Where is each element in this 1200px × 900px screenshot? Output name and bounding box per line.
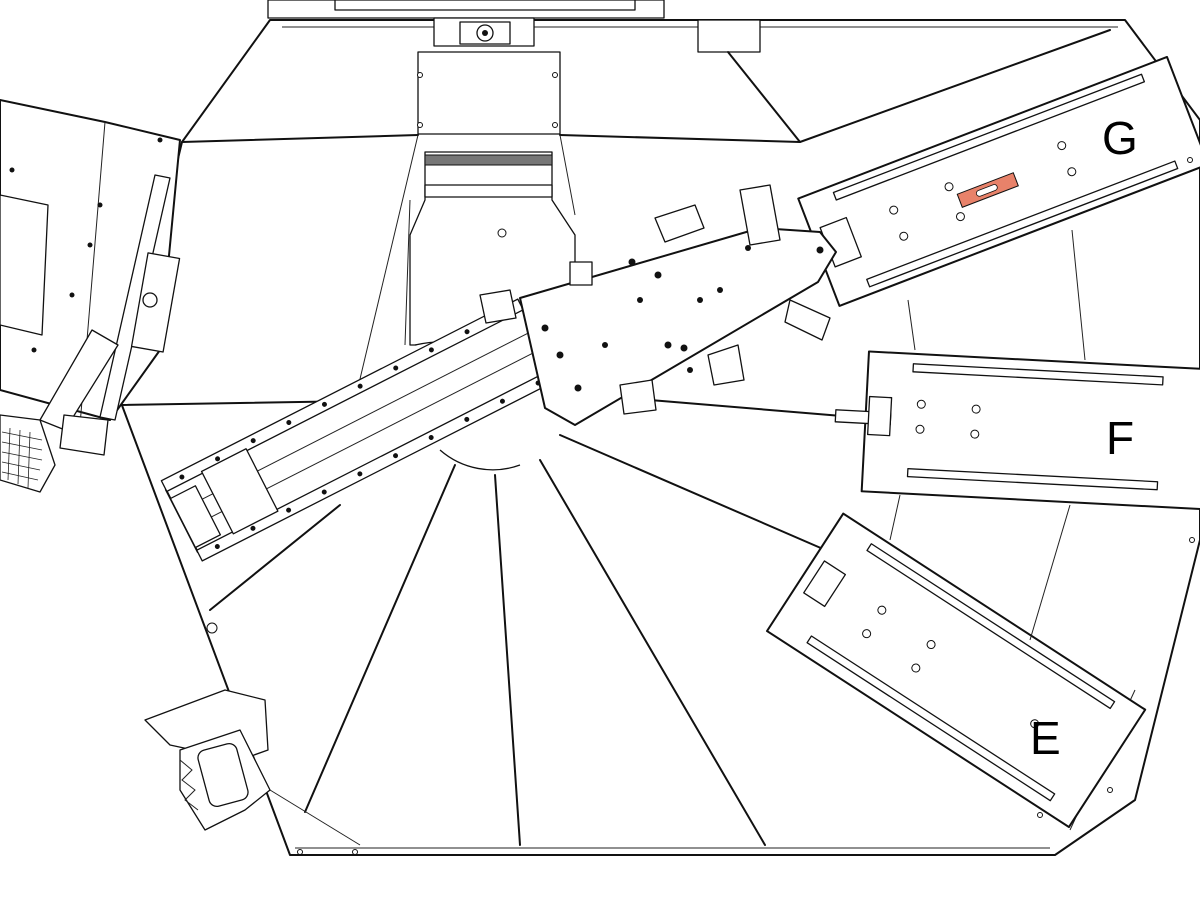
robot-end-effector — [479, 184, 837, 426]
station-g-label: G — [1102, 112, 1138, 164]
fixture-linkage-rods — [889, 229, 1086, 641]
bottom-left-gripper-unit — [144, 689, 271, 831]
station-f-fixture — [834, 350, 1200, 511]
left-keypad — [0, 414, 56, 493]
station-e-label: E — [1030, 712, 1061, 764]
perimeter-fasteners — [206, 72, 1195, 855]
station-f-label: F — [1106, 412, 1134, 464]
left-side-machine — [0, 99, 181, 493]
station-e-fixture — [766, 512, 1147, 829]
top-mount-bracket — [267, 0, 761, 53]
station-g-fixture — [797, 55, 1200, 307]
